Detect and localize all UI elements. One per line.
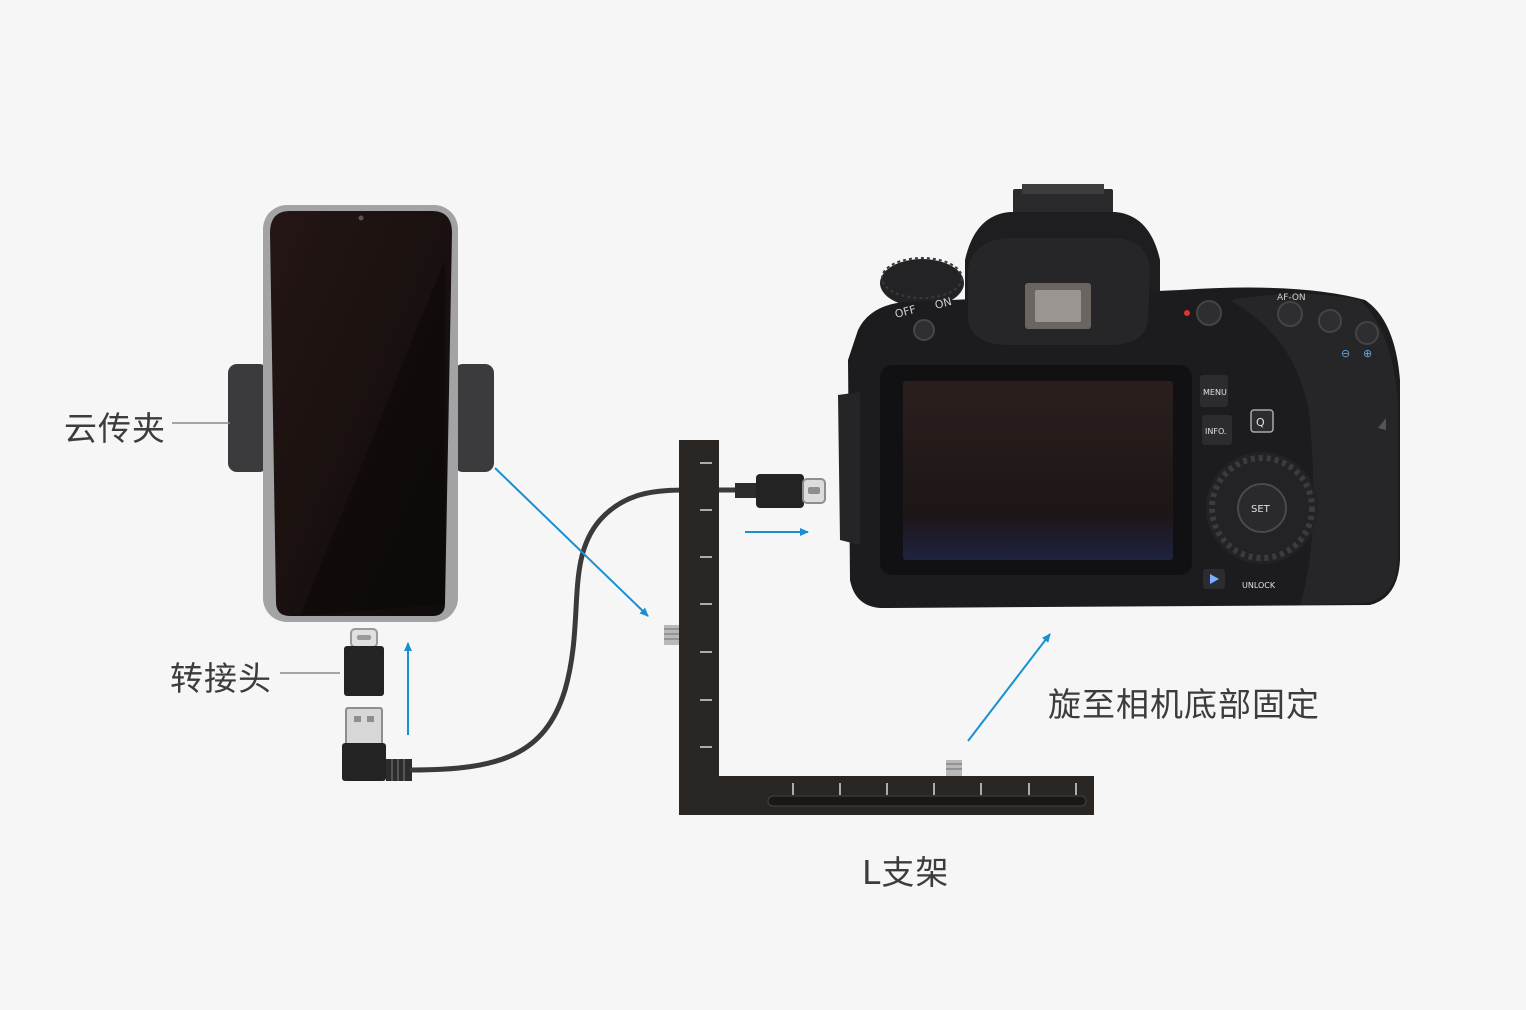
side-screw <box>664 625 679 645</box>
mode-dial <box>880 259 964 307</box>
camera-label-unlock: UNLOCK <box>1242 581 1276 590</box>
usb-a-body <box>342 743 386 781</box>
arrow-screw-to-camera-base <box>967 633 1051 742</box>
af-on-button <box>1277 301 1303 327</box>
camera-label-menu: MENU <box>1203 388 1227 397</box>
camera-label-on: ON <box>933 295 953 312</box>
label-adapter: 转接头 <box>170 659 272 698</box>
mounting-screw <box>946 760 962 776</box>
clip-left-pad <box>228 364 268 472</box>
usb-a-plug-metal <box>345 707 383 747</box>
camera-label-set: SET <box>1251 504 1271 515</box>
info-button <box>1202 415 1232 445</box>
label-phone-clip: 云传夹 <box>64 409 166 448</box>
camera-label-q: Q <box>1256 416 1265 429</box>
camera: OFF ON AF-ON ⊖ ⊕ MENU INFO. Q SET UNLOCK <box>838 184 1400 608</box>
live-view-button <box>1196 300 1222 326</box>
left-strap-lug <box>838 392 860 545</box>
menu-button <box>1200 375 1228 407</box>
phone-clip <box>228 205 494 622</box>
camera-label-info: INFO. <box>1205 427 1226 436</box>
arrow-clip-to-screw <box>494 467 649 617</box>
l-bracket <box>664 440 1094 815</box>
camera-grip <box>1230 294 1398 605</box>
label-l-bracket: L支架 <box>862 853 950 892</box>
usb-c-cable-plug <box>735 474 826 508</box>
usb-c-plug-body <box>756 474 804 508</box>
adapter-body <box>344 646 384 696</box>
camera-label-af-on: AF-ON <box>1277 293 1306 303</box>
label-rotate-to-camera-base: 旋至相机底部固定 <box>1048 685 1320 724</box>
clip-right-pad <box>454 364 494 472</box>
power-dot <box>913 319 935 341</box>
usb-a-connector <box>342 707 412 781</box>
phone-screen <box>270 211 452 616</box>
set-button <box>1237 483 1287 533</box>
l-bracket-vertical-arm <box>679 440 719 815</box>
l-bracket-slot <box>767 795 1087 807</box>
arrows <box>404 467 1051 742</box>
svg-text:⊕: ⊕ <box>1363 347 1372 360</box>
ae-lock-button <box>1318 309 1342 333</box>
q-button <box>1250 409 1274 433</box>
svg-text:⊖: ⊖ <box>1341 347 1350 360</box>
af-point-button <box>1355 321 1379 345</box>
usb-cable <box>409 487 743 773</box>
camera-label-off: OFF <box>893 303 917 321</box>
record-dot <box>1184 310 1190 316</box>
front-camera-icon <box>358 215 364 221</box>
usb-c-adapter <box>344 628 384 696</box>
lcd-screen <box>903 381 1173 560</box>
